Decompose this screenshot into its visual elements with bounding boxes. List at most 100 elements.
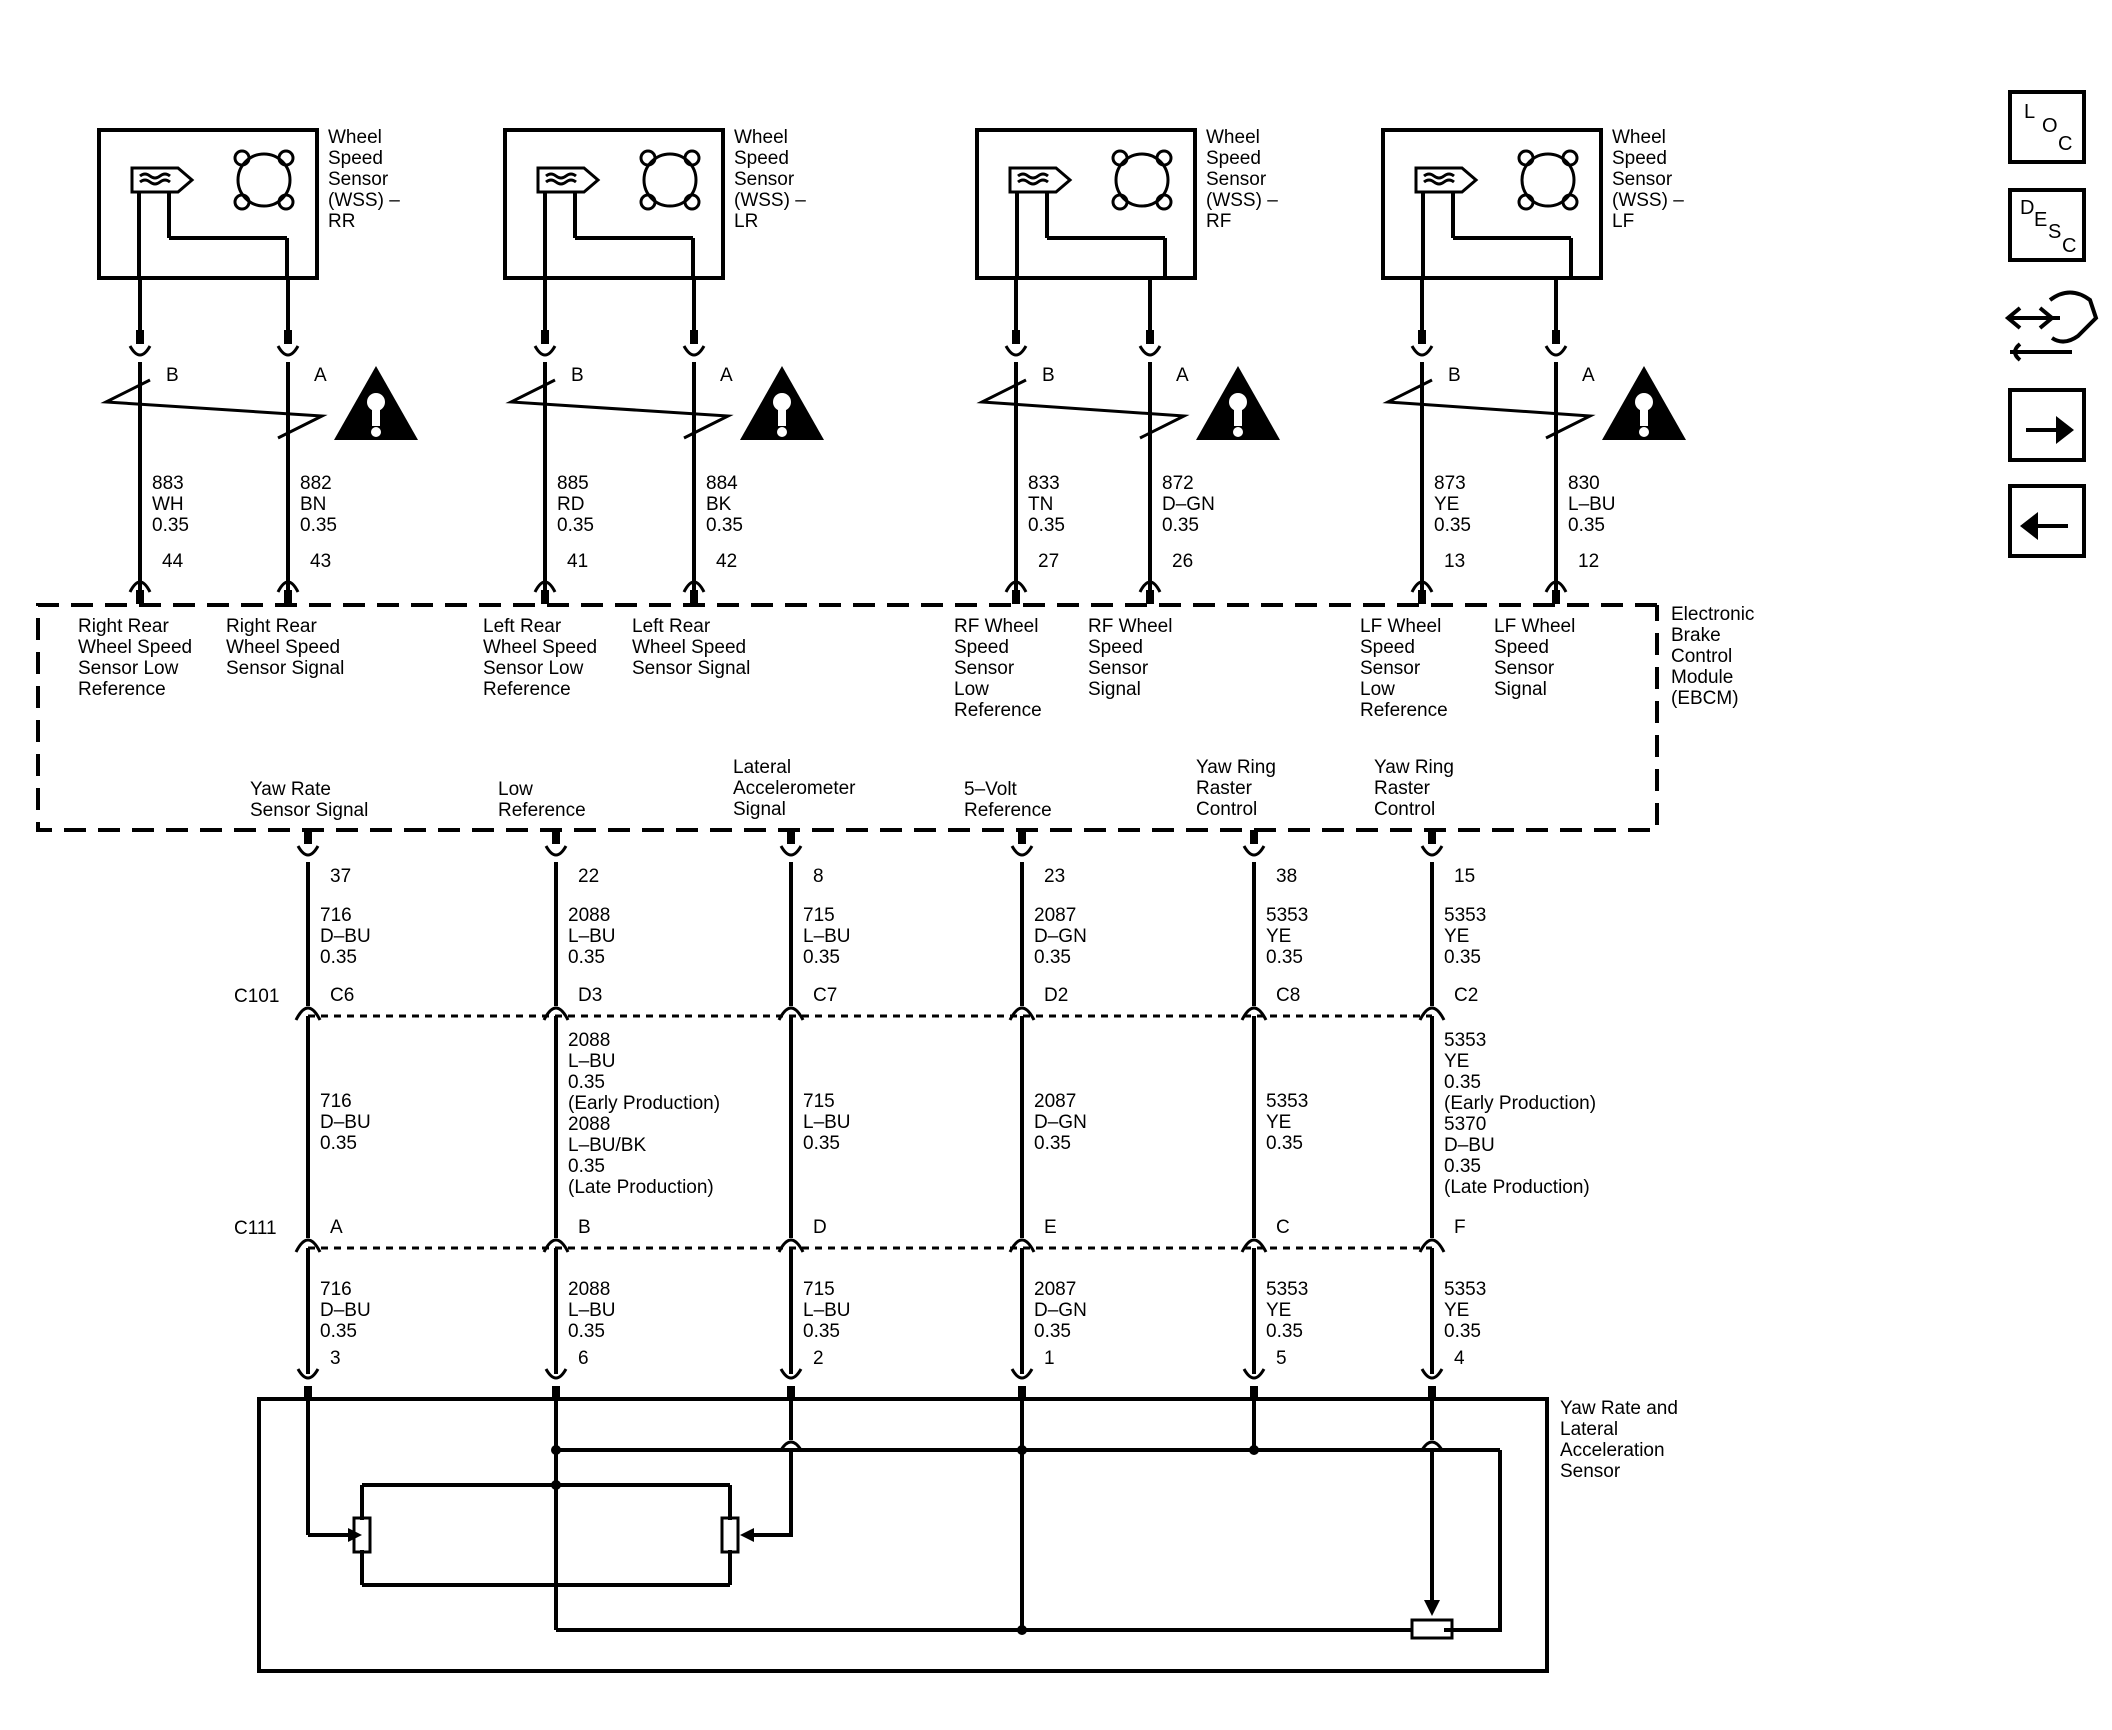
sensor-pin-label: 3 [330, 1348, 341, 1369]
terminal-pin [787, 830, 795, 844]
c111-cavity-label: A [330, 1217, 343, 1238]
c111-cavity-label: D [813, 1217, 827, 1238]
sensor-cavity-label: A [1582, 365, 1595, 386]
terminal-female [1008, 1238, 1036, 1253]
desc-letter: E [2034, 209, 2047, 231]
sensor-cavity-label: A [720, 365, 733, 386]
terminal-female [294, 1006, 322, 1021]
connector-view-icon[interactable] [2004, 290, 2099, 362]
terminal-pin [1018, 1386, 1026, 1400]
terminal-female [1004, 580, 1028, 593]
loc-button[interactable]: LOC [2008, 90, 2086, 164]
terminal-female [1410, 580, 1434, 593]
yaw-sensor-internals [306, 1399, 1502, 1640]
terminal-pin [304, 1386, 312, 1400]
next-page-button[interactable] [2008, 388, 2086, 462]
loc-letter: L [2024, 101, 2035, 123]
terminal-female [1418, 1006, 1446, 1021]
warning-icon [740, 366, 824, 440]
terminal-female [682, 580, 706, 593]
sensor-pin-label: 5 [1276, 1348, 1287, 1369]
terminal-pin [1250, 1386, 1258, 1400]
sensor-cavity-label: B [571, 365, 584, 386]
sensor-pickup-icon [1414, 166, 1479, 194]
c111-cavity-label: C [1276, 1217, 1290, 1238]
terminal-female [779, 1368, 803, 1380]
terminal-female [533, 345, 557, 357]
tone-ring-icon [639, 149, 701, 211]
terminal-female [294, 1238, 322, 1253]
c101-cavity-label: D3 [578, 985, 602, 1006]
terminal-female [1240, 1006, 1268, 1021]
c111-cavity-label: B [578, 1217, 591, 1238]
sensor-pin-label: 6 [578, 1348, 589, 1369]
c101-cavity-label: C2 [1454, 985, 1478, 1006]
ebcm-pin-label: 44 [162, 551, 184, 572]
ebcm-pin-label: 42 [716, 551, 737, 572]
desc-letter: S [2048, 221, 2061, 243]
terminal-female [1544, 580, 1568, 593]
terminal-female [542, 1238, 570, 1253]
terminal-female [777, 1006, 805, 1021]
terminal-female [544, 1368, 568, 1380]
terminal-female [777, 1238, 805, 1253]
terminal-female [1242, 1368, 1266, 1380]
terminal-female [533, 580, 557, 593]
c111-cavity-label: F [1454, 1217, 1466, 1238]
twisted-pair-symbol [100, 378, 328, 440]
sensor-pickup-icon [1008, 166, 1073, 194]
sensor-body [1381, 128, 1603, 280]
terminal-female [1240, 1238, 1268, 1253]
ebcm-pin-label: 38 [1276, 866, 1297, 887]
c101-cavity-label: C6 [330, 985, 354, 1006]
sensor-pin-label: 1 [1044, 1348, 1055, 1369]
terminal-female [1138, 345, 1162, 357]
loc-letter: O [2042, 115, 2058, 137]
warning-icon [1602, 366, 1686, 440]
sensor-cavity-label: B [1042, 365, 1055, 386]
terminal-female [1410, 345, 1434, 357]
warning-icon [334, 366, 418, 440]
previous-page-button[interactable] [2008, 484, 2086, 558]
terminal-pin [1146, 330, 1154, 344]
terminal-female [296, 845, 320, 857]
warning-icon [1196, 366, 1280, 440]
terminal-pin [1146, 590, 1154, 604]
sensor-body [975, 128, 1197, 280]
terminal-female [1004, 345, 1028, 357]
terminal-female [779, 845, 803, 857]
terminal-female [544, 845, 568, 857]
terminal-pin [1018, 830, 1026, 844]
